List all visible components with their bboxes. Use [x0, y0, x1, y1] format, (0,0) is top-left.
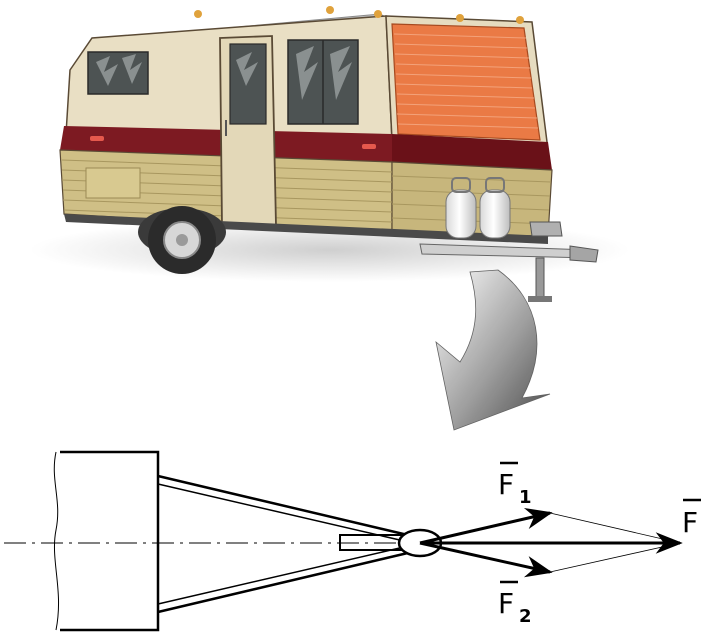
- hitch-jack: [529, 221, 563, 237]
- side-window-left: [87, 51, 149, 95]
- propane-tanks: [445, 177, 511, 239]
- drawbar-lower-inner: [157, 546, 405, 605]
- drawbar-upper-inner: [157, 483, 405, 542]
- trailer-illustration: [30, 6, 630, 302]
- label-f-main: F: [682, 506, 698, 539]
- force-diagram: [4, 450, 683, 632]
- front-stripe: [392, 134, 552, 170]
- front-panel-lines: [393, 33, 539, 129]
- break-line: [53, 451, 59, 631]
- vector-f1: [419, 507, 553, 545]
- drawbar-lower-outer: [157, 550, 413, 614]
- drawbar-upper-outer: [157, 474, 413, 538]
- label-f2-sub: 2: [519, 606, 532, 627]
- label-f1-sub: 1: [519, 487, 532, 508]
- label-f: F: [682, 498, 701, 539]
- label-f2-main: F: [498, 587, 514, 620]
- marker-light-left: [90, 136, 104, 141]
- marker-light-right: [362, 144, 376, 149]
- label-f1: F 1: [498, 461, 532, 508]
- label-f2: F 2: [498, 580, 532, 627]
- jack-post: [535, 257, 545, 299]
- door-window: [229, 43, 267, 125]
- curved-down-arrow-icon: [435, 269, 551, 431]
- construction-line-lower: [549, 542, 681, 573]
- label-f1-main: F: [498, 468, 514, 501]
- front-panel: [391, 23, 541, 141]
- lower-panel: [85, 167, 141, 199]
- hitch-coupler: [569, 245, 599, 263]
- construction-line-upper: [549, 512, 681, 544]
- vector-f2: [419, 541, 553, 578]
- trailer-body-outline: [60, 450, 160, 632]
